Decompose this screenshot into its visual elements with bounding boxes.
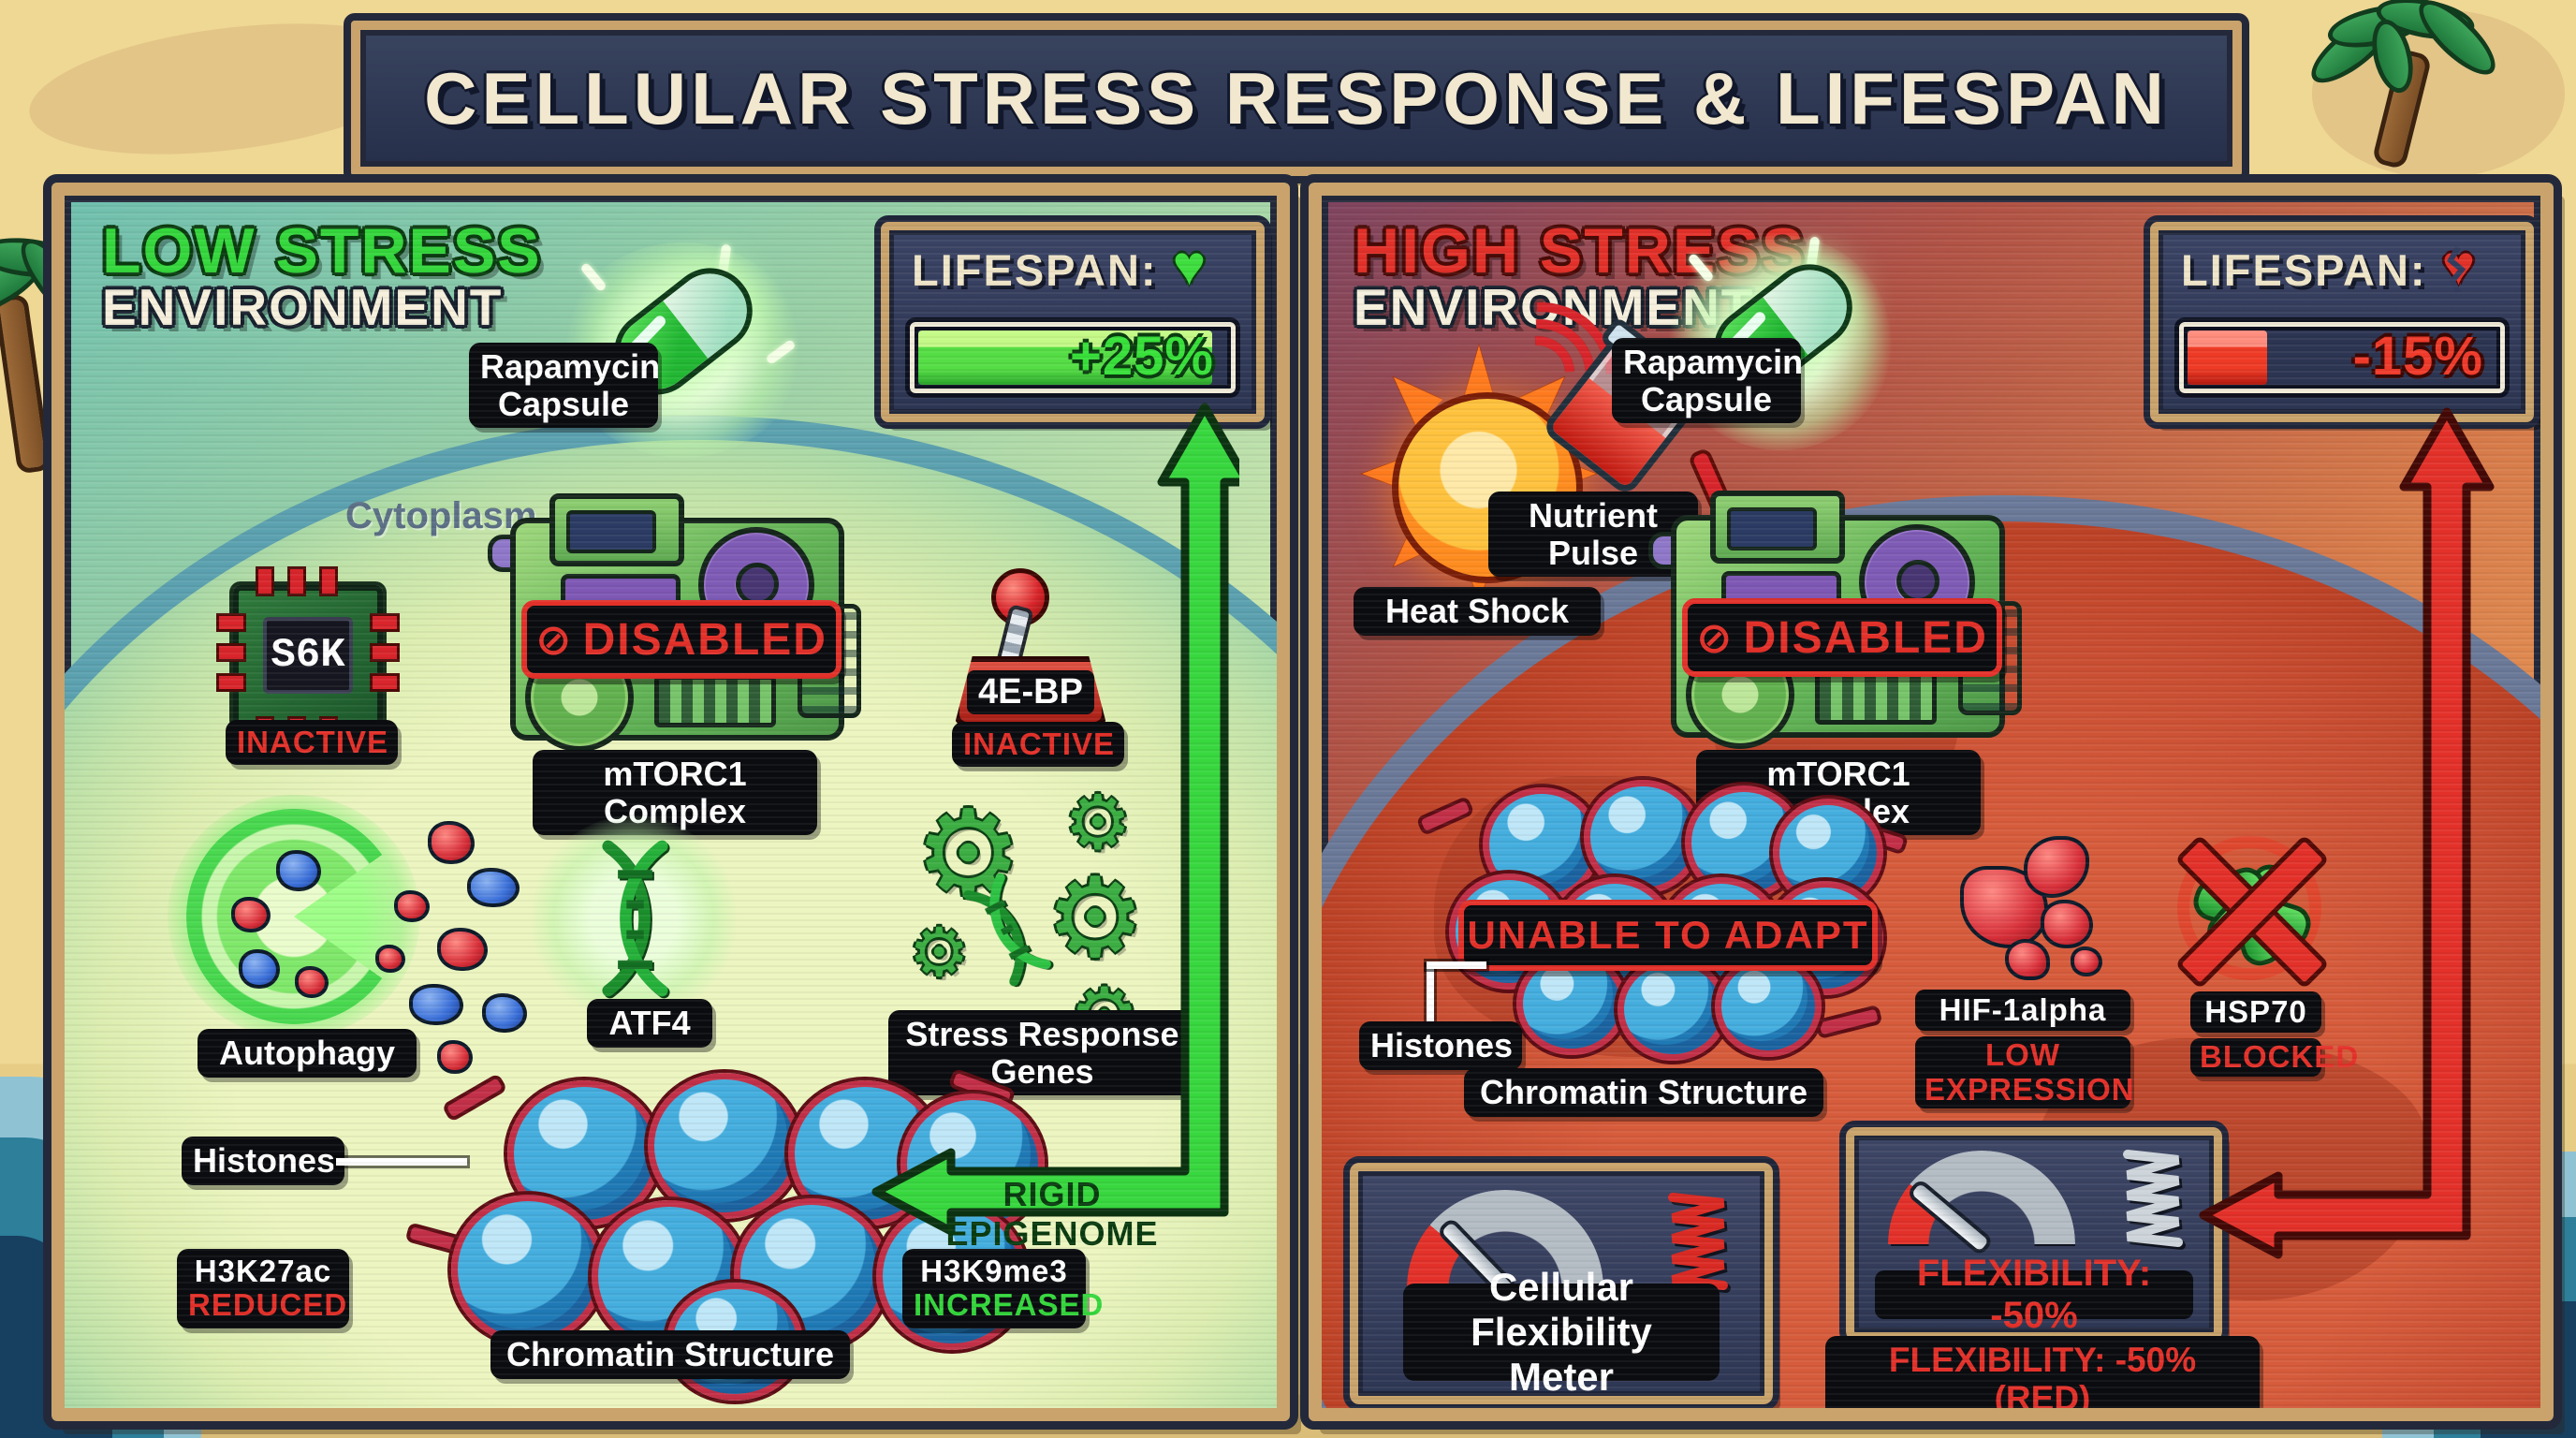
disabled-text: DISABLED [582,614,827,665]
flexibility-caption: FLEXIBILITY: -50% (RED) [1825,1336,2260,1408]
lifespan-bar: -15% [2174,317,2510,398]
lifespan-label: LIFESPAN: [2181,244,2427,295]
spring-icon [1668,1193,1728,1290]
s6k-label: S6K [263,617,353,694]
rapamycin-capsule-label: Rapamycin Capsule [1612,338,1803,424]
debris-particle [437,928,488,971]
arrow-h3k9me3-up [834,1242,894,1338]
chromatin-label: Chromatin Structure [1464,1068,1823,1117]
debris-particle [437,1040,473,1074]
atf4-label: ATF4 [587,999,712,1048]
palm-tree [2265,0,2507,174]
atf4-dna-icon [602,840,668,997]
4ebp-label: 4E-BP [967,669,1094,714]
arrow-capsule-to-mtorc1 [634,405,709,495]
disabled-text: DISABLED [1743,612,1988,663]
lifespan-value: +25% [1070,326,1214,387]
histones-label: Histones [182,1137,344,1185]
hif-blobs-icon [1951,829,2110,988]
4ebp-lever-base: 4E-BP [954,656,1107,727]
no-symbol-icon: ⊘ [1696,613,1733,662]
debris-particle [428,821,475,864]
arrow-capsule-to-mtorc1 [1722,409,1797,497]
low-stress-panel: LOW STRESS ENVIRONMENT Rapamycin Capsule… [43,174,1298,1430]
unable-to-adapt-badge: UNABLE TO ADAPT [1458,900,1878,971]
s6k-chip-icon: S6K [216,566,400,746]
lifespan-bar-fill [2188,330,2267,385]
hsp70-blocked-icon [2174,834,2330,990]
lifespan-feedback-arrow [2199,407,2495,1259]
gear-icon: ⚙ [1064,779,1132,866]
page-title: CELLULAR STRESS RESPONSE & LIFESPAN [424,56,2169,139]
adapt-text: UNABLE TO ADAPT [1467,913,1869,957]
mtorc1-label: mTORC1 Complex [533,750,817,836]
h3k27ac-label: H3K27ac REDUCED [177,1249,349,1328]
arrow-h3k27ac-down [338,1252,398,1342]
heart-icon: ♥ [1172,234,1207,297]
lifespan-bar: +25% [905,317,1240,398]
high-stress-panel: HIGH STRESS ENVIRONMENT Heat Shock [1300,174,2562,1430]
disabled-badge: ⊘ DISABLED [1682,598,2002,677]
cellular-flexibility-meter: Cellular Flexibility Meter [1343,1156,1779,1408]
heading-line1: LOW STRESS [102,215,542,286]
panel-heading: LOW STRESS ENVIRONMENT [102,215,542,336]
flexibility-reading: FLEXIBILITY: -50% [1875,1253,2193,1336]
s6k-status: INACTIVE [226,720,398,766]
title-banner: CELLULAR STRESS RESPONSE & LIFESPAN [344,13,2249,183]
disabled-badge: ⊘ DISABLED [521,600,842,679]
histones-pointer [1427,961,1486,969]
4ebp-status: INACTIVE [952,722,1124,768]
heat-shock-label: Heat Shock [1354,587,1601,636]
debris-particle [467,868,520,907]
lifespan-badge: LIFESPAN: ♥ +25% [874,215,1271,429]
stress-genes-label: Stress Response Genes [888,1010,1196,1096]
h3k9me3-label: H3K9me3 INCREASED [902,1249,1103,1328]
chromatin-label: Chromatin Structure [490,1330,850,1379]
histones-pointer [1427,965,1434,1023]
spring-icon [2123,1150,2183,1247]
rigid-epigenome-text: RIGID EPIGENOME [945,1175,1159,1253]
atf4-glow [531,815,737,1021]
no-symbol-icon: ⊘ [535,615,572,664]
genes-dna-icon [963,873,1051,987]
histones-label: Histones [1359,1021,1522,1070]
debris-particle [394,890,430,922]
hif-label: HIF-1alpha LOW EXPRESSION [1915,990,2134,1108]
rapamycin-capsule-label: Rapamycin Capsule [469,343,660,429]
heading-line2: ENVIRONMENT [102,277,504,336]
debris-particle [482,993,527,1033]
lifespan-badge: LIFESPAN: ♥ -15% [2144,215,2540,429]
rigid-epigenome-arrow [871,403,1239,1236]
lifespan-value: -15% [2352,326,2483,387]
lifespan-bar-fill [918,330,1213,385]
lifespan-label: LIFESPAN: [912,244,1158,295]
cytoplasm-label: Cytoplasm [345,495,537,536]
debris-particle [409,984,463,1025]
arrow-hif-to-meter [1969,1053,2044,1132]
autophagy-label: Autophagy [198,1029,417,1078]
debris-particle [375,945,405,973]
gear-icon: ⚙ [909,913,970,991]
heart-crack [2447,245,2466,294]
cellular-flexibility-label: Cellular Flexibility Meter [1403,1265,1720,1399]
gear-icon: ⚙ [1046,853,1145,982]
autophagy-pacman-icon [186,809,402,1024]
flexibility-meter: FLEXIBILITY: -50% [1839,1121,2229,1347]
chromatin-structure [404,1067,1054,1401]
histones-pointer [336,1158,467,1166]
